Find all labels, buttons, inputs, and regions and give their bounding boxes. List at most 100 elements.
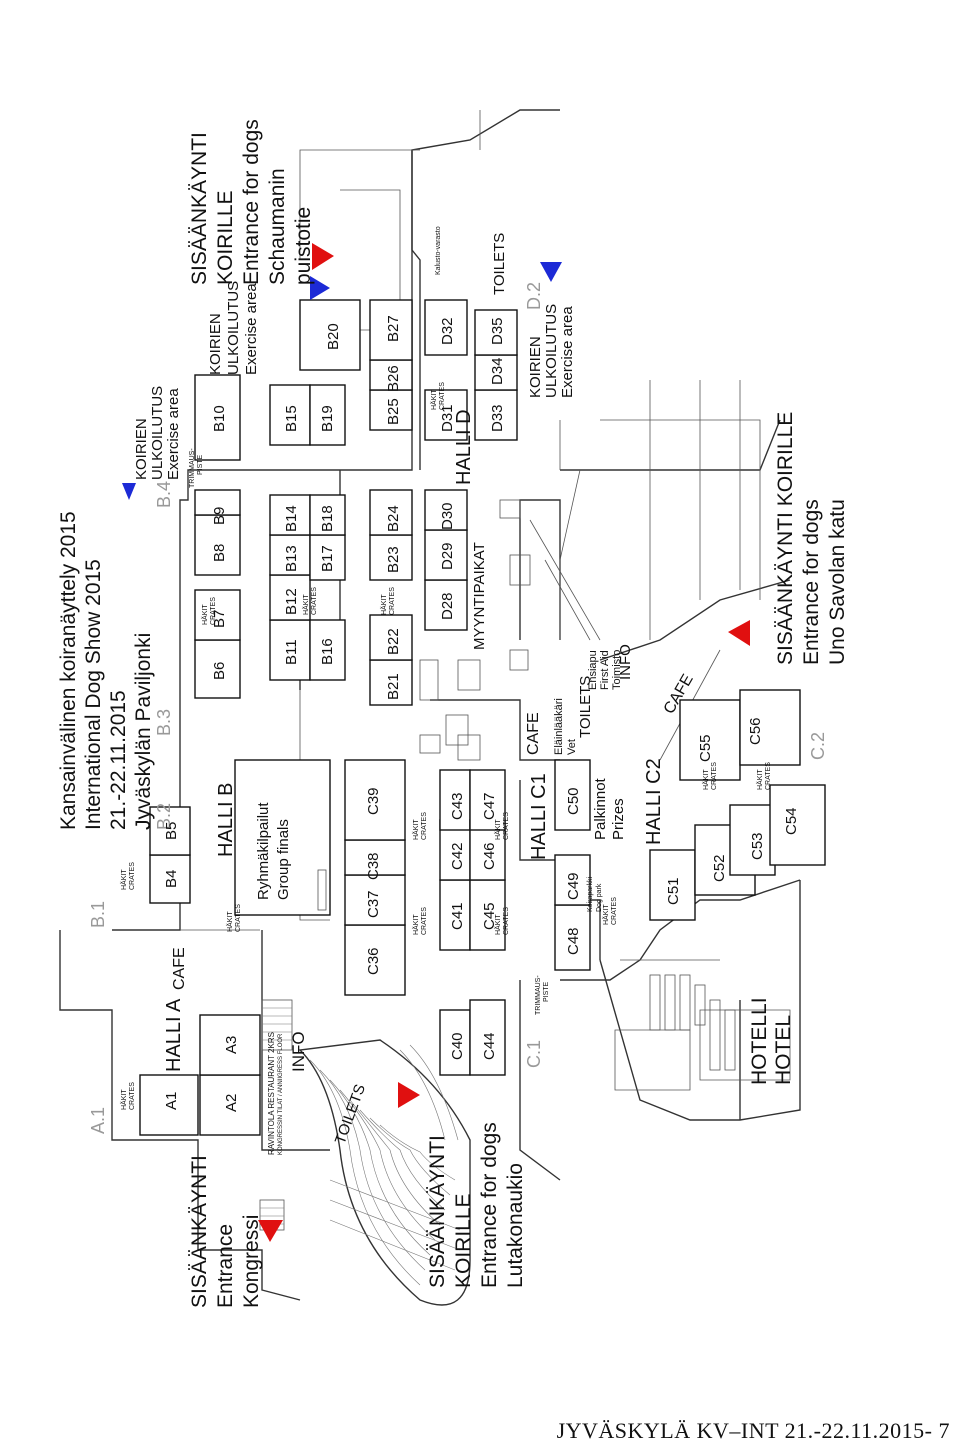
crates-fi: HÄKIT [430,389,438,410]
crates-fi: HÄKIT [494,914,502,935]
hotel-en: HOTEL [772,1015,795,1085]
ring-label-d28: D28 [439,592,456,620]
vet-en: Vet [566,739,578,755]
ring-b19 [309,384,346,446]
section-b3: B.3 [154,709,174,736]
section-a1: A.1 [88,1107,108,1134]
crates-en: CRATES [421,812,428,840]
ring-label-b20: B20 [325,323,342,350]
ring-label-c54: C54 [783,807,800,835]
exercise-d-fi1: KOIRIEN [527,336,544,398]
ring-b5 [149,806,191,856]
ring-b18 [309,494,346,536]
ring-c53 [729,804,776,876]
ring-label-d30: D30 [439,502,456,530]
ring-b27 [369,299,413,361]
ring-b22 [369,614,413,661]
cafe-hall-a-label: CAFE [171,947,188,990]
entrance-schaumanin-l3: Entrance for dogs [240,119,263,285]
exercise-b10-fi1: KOIRIEN [207,313,224,375]
crates-en: CRATES [235,904,242,932]
title-line2: International Dog Show 2015 [82,559,105,830]
ring-label-c53: C53 [749,832,766,860]
entrance-kongressi-marker [258,1220,283,1242]
exercise-b4-fi1: KOIRIEN [133,418,150,480]
hall-d-label: HALLI D [453,409,475,485]
section-c1: C.1 [524,1040,544,1068]
ring-c37 [344,874,406,926]
ring-d32 [424,299,468,356]
entrance-kongressi-l2: Entrance [214,1224,237,1308]
exercise-b4-fi2: ULKOILUTUS [149,386,166,480]
ring-label-b23: B23 [385,546,402,573]
entrance-kongressi-l1: SISÄÄNKÄYNTI [188,1155,211,1308]
entrance-schaumanin-l2: KOIRILLE [214,190,237,285]
entrance-uno-savolan-marker [728,620,750,646]
entrance-uno-savolan-l3: Uno Savolan katu [826,499,849,665]
group-finals-en: Group finals [275,819,292,900]
ring-label-c52: C52 [711,854,728,882]
ring-label-b14: B14 [283,505,300,532]
ring-label-d35: D35 [489,317,506,345]
exercise-markers [122,262,562,500]
entrance-markers [258,243,750,1242]
crates-fi: HÄKIT [602,904,610,925]
ring-d33 [474,389,518,441]
ring-a3 [199,1014,261,1076]
dog-park-fi: Koiraparkki [587,877,594,912]
ring-b25 [369,389,413,431]
ring-label-c39: C39 [365,787,382,815]
crates-fi: HÄKIT [412,819,420,840]
ring-label-b11: B11 [283,639,300,665]
ring-c49 [554,854,591,906]
ring-label-c46: C46 [481,842,498,870]
ring-label-d33: D33 [489,404,506,432]
exercise-b10-fi2: ULKOILUTUS [225,281,242,375]
auditorium [298,1039,471,1306]
ring-label-b17: B17 [319,545,336,572]
ring-label-b5: B5 [163,822,180,840]
entrance-uno-savolan-l2: Entrance for dogs [800,499,823,665]
ring-label-b12: B12 [283,588,300,615]
ring-c55 [679,699,741,781]
ring-c50 [554,759,591,831]
crates-en: CRATES [711,762,718,790]
hall-a-label: HALLI A [163,998,185,1072]
exercise-b4-en: Exercise area [165,388,182,480]
ring-a1 [139,1074,199,1136]
ring-label-c55: C55 [697,734,714,762]
entrance-lutakonaukio-l2: KOIRILLE [452,1193,475,1288]
ring-c48 [554,904,591,971]
trimming-b-fi2: PISTE [197,454,204,475]
entrance-kongressi-l3: Kongressi [240,1215,263,1308]
prizes-en: Prizes [610,798,627,840]
crates-en: CRATES [439,382,446,410]
info-hall-a-label: INFO [289,1031,308,1072]
ring-boxes [139,299,826,1136]
crates-en: CRATES [765,762,772,790]
first-aid-fi: Ensiapu [587,650,599,690]
exercise-area-b4-marker [122,483,136,500]
title-line4: Jyväskylän Paviljonki [132,633,155,830]
ring-label-c36: C36 [365,947,382,975]
stairs [259,999,293,1231]
ring-b9 [194,489,241,516]
ring-b16 [309,619,346,681]
ring-label-b15: B15 [283,405,300,432]
sales-area-label: MYYNTIPAIKAT [471,542,488,650]
ring-c54 [769,784,826,866]
ring-c39 [344,759,406,841]
group-finals-fi: Ryhmäkilpailut [255,802,272,900]
ring-label-c43: C43 [449,792,466,820]
ring-b4 [149,854,191,904]
crates-en: CRATES [421,907,428,935]
cafe-c1-label: CAFE [525,712,542,755]
ring-label-c41: C41 [449,902,466,930]
crates-fi: HÄKIT [494,819,502,840]
section-b4: B.4 [154,481,174,508]
crates-en: CRATES [389,587,396,615]
ring-label-a1: A1 [163,1092,180,1110]
ring-label-b26: B26 [385,365,402,392]
ring-b23 [369,534,413,581]
